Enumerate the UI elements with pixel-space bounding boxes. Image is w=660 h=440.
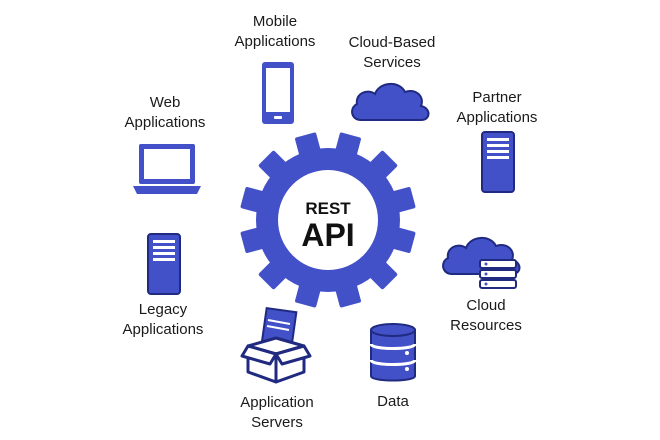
center-label: REST API <box>301 199 355 253</box>
server-icon <box>147 233 181 295</box>
cloud-resources-label: Cloud Resources <box>450 297 522 334</box>
cloud-icon <box>351 83 430 121</box>
mobile-applications-label: Mobile Applications <box>234 13 316 50</box>
smartphone-icon <box>262 62 294 124</box>
application-servers-label: Application Servers <box>240 394 314 431</box>
laptop-icon <box>133 144 201 194</box>
center-label-line2: API <box>301 217 355 253</box>
legacy-applications-label: Legacy Applications <box>122 301 204 338</box>
database-icon <box>369 323 417 382</box>
stacked-drives <box>479 259 517 289</box>
web-applications-label: Web Applications <box>124 94 206 131</box>
data-label: Data <box>377 393 409 410</box>
partner-applications-label: Partner Applications <box>456 89 538 126</box>
server-icon <box>481 131 515 193</box>
center-label-line1: REST <box>305 199 351 218</box>
open-box-icon <box>240 306 312 384</box>
cloud-server-icon <box>442 237 521 289</box>
cloud-based-services-label: Cloud-Based Services <box>348 34 436 71</box>
gear-icon <box>240 132 416 308</box>
